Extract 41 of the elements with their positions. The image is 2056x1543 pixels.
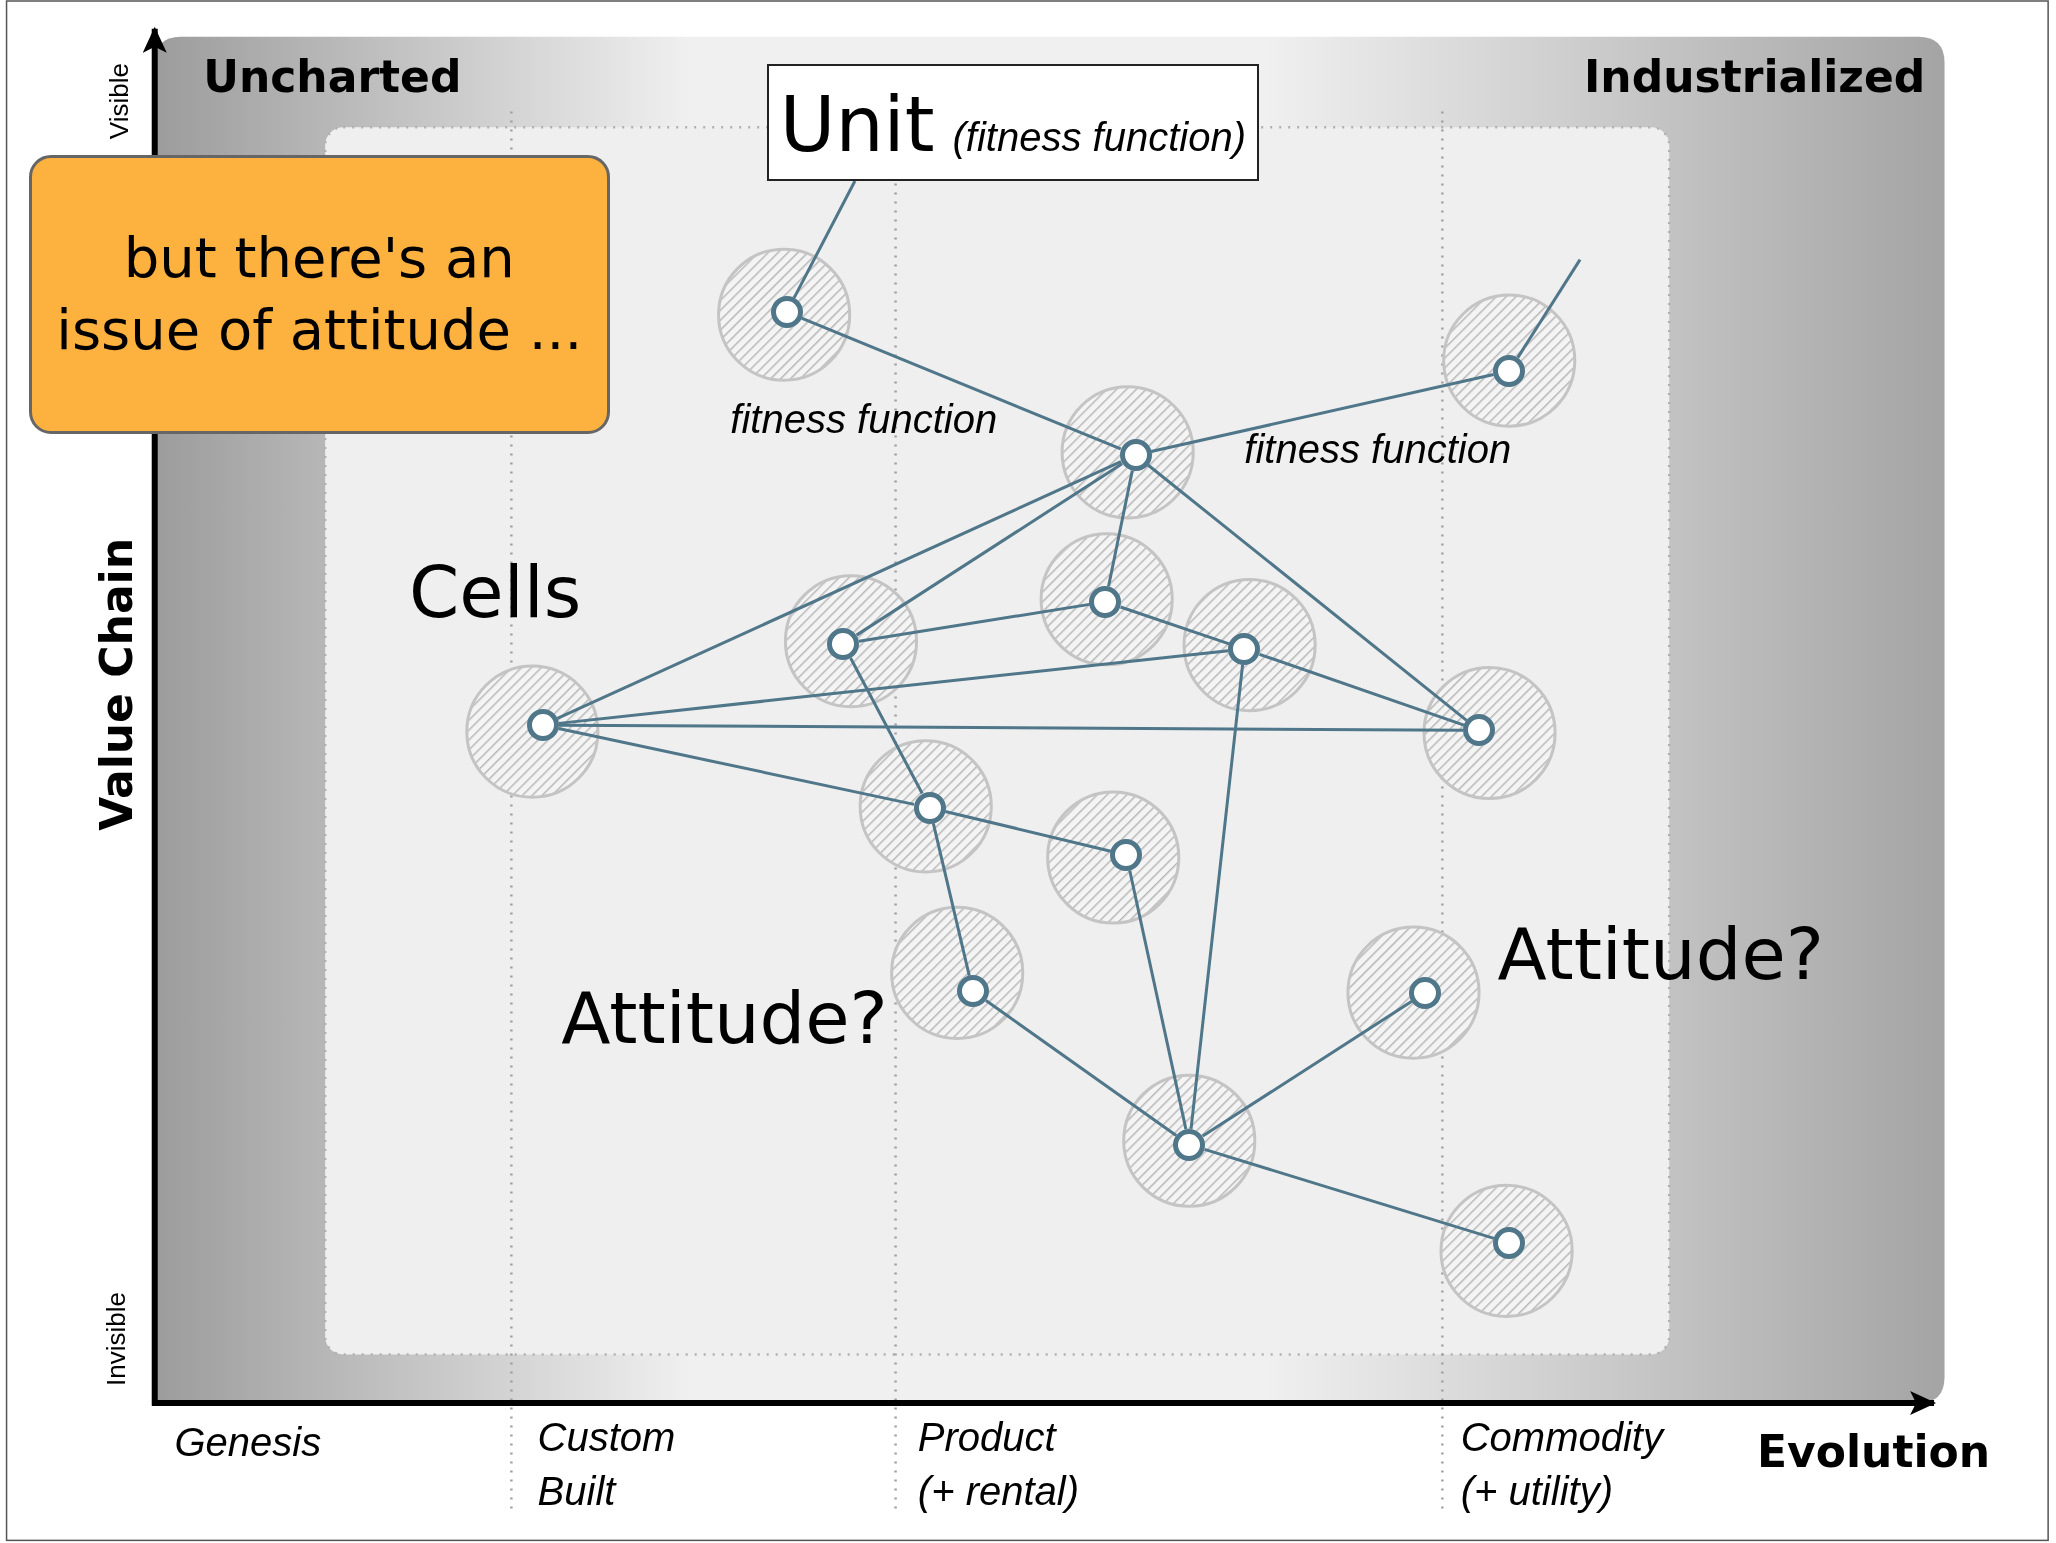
axis-end-label: Invisible (102, 1291, 133, 1386)
callout-box: but there's an issue of attitude ... (28, 154, 610, 434)
connector-line (1107, 470, 1134, 587)
connector-line (985, 999, 1178, 1137)
stage-label: Custom Built (537, 1413, 677, 1515)
axis-title: Value Chain (91, 537, 143, 831)
link-label: fitness function (730, 396, 998, 442)
connector-line (558, 723, 1464, 732)
link-label: fitness function (1244, 426, 1512, 473)
connector-line (849, 657, 924, 795)
zone-title: Industrialized (1583, 52, 1926, 104)
connector-line (556, 460, 1122, 720)
unit-title: Unit (779, 80, 935, 170)
connector-line (558, 649, 1229, 725)
connector-line (800, 316, 1122, 451)
question-label: Attitude? (1497, 912, 1824, 996)
connector-line (1189, 664, 1245, 1129)
stage-label: Commodity (+ utility) (1460, 1413, 1666, 1515)
connector-line (1150, 373, 1494, 453)
connector-line (1147, 463, 1468, 722)
connector-line (1120, 605, 1230, 646)
axis-title: Evolution (1757, 1426, 1991, 1478)
connector-line (855, 462, 1123, 637)
stage-label: Genesis (174, 1418, 322, 1465)
connector-line (1128, 870, 1188, 1130)
unit-subtitle: (fitness function) (952, 115, 1246, 161)
connector-line (1204, 1147, 1495, 1240)
connector-line (1201, 1000, 1413, 1138)
unit-box (767, 64, 1259, 181)
connector-line (1258, 652, 1465, 727)
question-label: Attitude? (561, 976, 888, 1060)
stage-label: Product (+ rental) (917, 1413, 1080, 1515)
connector-line (792, 180, 857, 299)
connector-line (858, 602, 1090, 643)
connector-line (1516, 258, 1582, 359)
axis-end-label: Visible (104, 62, 135, 140)
group-label: Cells (409, 550, 582, 634)
connector-line (944, 810, 1112, 853)
zone-title: Uncharted (203, 52, 462, 104)
connector-line (558, 727, 915, 806)
connector-line (931, 822, 971, 977)
